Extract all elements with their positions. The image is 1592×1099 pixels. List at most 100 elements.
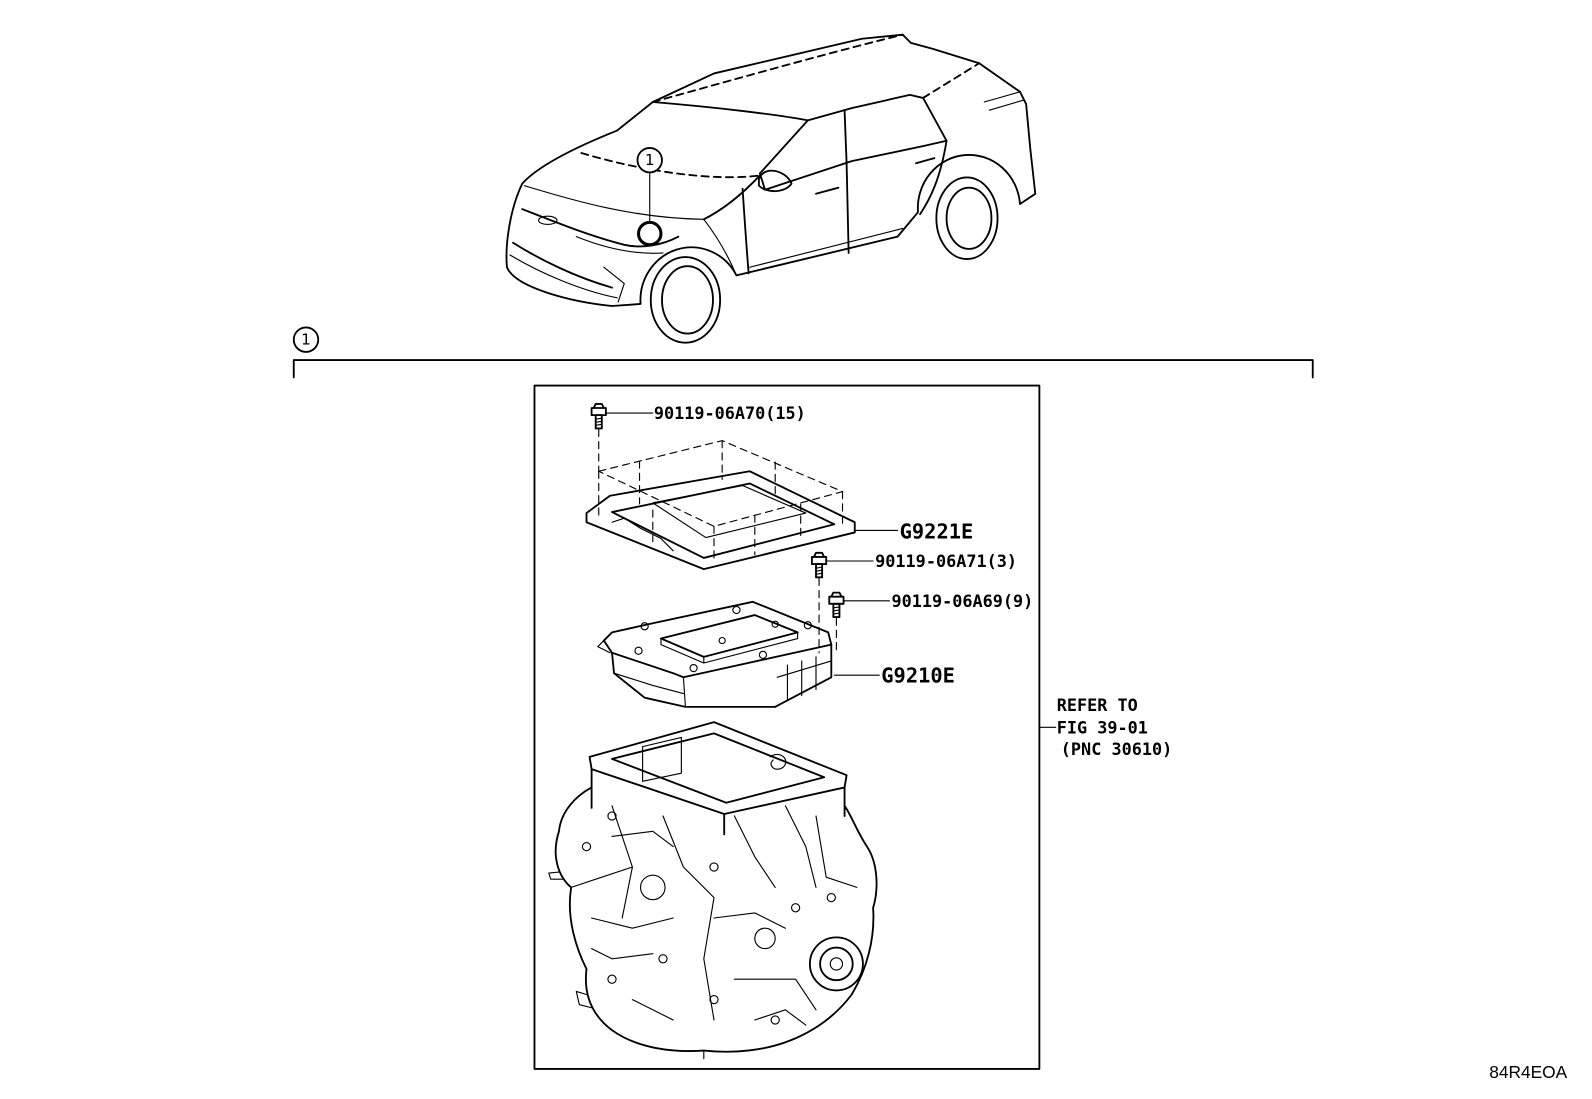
side-sill (749, 227, 904, 268)
tail-lamp (983, 91, 1025, 111)
bolt-boss (826, 892, 836, 903)
housing-coil-detail (769, 753, 787, 770)
bolt-boss (803, 621, 812, 630)
cover-wall-edges (598, 440, 844, 564)
vehicle-illustration (505, 33, 1037, 344)
front-lip (509, 254, 618, 299)
bolt-boss (718, 636, 726, 645)
bolt-boss (607, 974, 617, 984)
housing-inner-wall (642, 736, 682, 782)
part-label-bolt-inverter-a: 90119-06A71(3) (875, 551, 1017, 571)
bolt-boss (634, 646, 643, 655)
part-label-inverter: G9210E (881, 663, 955, 687)
front-vent (603, 266, 625, 303)
housing-mount-foot (575, 990, 705, 1060)
inverter-face-detail (613, 672, 687, 708)
hood-edge (702, 174, 761, 221)
section-callout-circle (292, 326, 320, 353)
transaxle-housing (548, 721, 878, 1060)
part-label-cover: G9221E (900, 520, 974, 544)
side-mirror (757, 169, 793, 193)
bolt-boss (658, 954, 668, 964)
front-rim (661, 265, 714, 335)
inverter-connectors (776, 656, 832, 701)
reference-line-1: REFER TO (1057, 695, 1138, 715)
hood-crease (523, 185, 705, 220)
bolt-boss (790, 903, 801, 913)
rear-door-edge (919, 139, 948, 216)
bolt-boss (709, 994, 719, 1005)
section-callout-number: 1 (301, 331, 311, 349)
roof-rear-hidden-line (922, 62, 981, 99)
rear-rim (945, 186, 993, 250)
windshield-top-edge (651, 101, 809, 122)
housing-port (639, 874, 666, 901)
inverter-mount-tab (597, 639, 611, 654)
emblem (537, 215, 558, 225)
output-flange-inner (819, 946, 854, 982)
cover-recess (652, 484, 807, 539)
housing-outline (554, 786, 878, 1053)
housing-ribs (570, 805, 858, 1026)
cover-flange-detail (611, 517, 674, 552)
bolt-head (590, 403, 607, 417)
bolt-boss (758, 650, 768, 659)
vehicle-callout-circle (636, 146, 663, 174)
headlight-upper (521, 208, 680, 248)
reference-line-3: (PNC 30610) (1061, 739, 1172, 759)
lower-grille (512, 241, 613, 289)
bolt-head (811, 551, 828, 565)
front-wheel (649, 256, 722, 344)
front-door-edge (741, 187, 750, 275)
bolt-inverter-a (811, 551, 874, 654)
cowl-hidden-line (580, 152, 761, 179)
bolt-boss (770, 1015, 780, 1025)
housing-top-opening (611, 732, 826, 804)
inverter-front-face (611, 651, 777, 708)
b-pillar (843, 109, 850, 254)
section-bracket (292, 326, 1314, 379)
inverter-cover (585, 440, 899, 571)
bolt-thread (832, 606, 841, 615)
bolt-boss (709, 862, 719, 872)
output-flange-center (829, 957, 844, 971)
bolt-boss (640, 622, 649, 631)
bolt-boss (689, 663, 698, 673)
inverter-bolt-bosses (634, 605, 812, 673)
bolt-head (828, 591, 845, 605)
bolt-inverter-b (828, 591, 891, 652)
section-bracket-line (292, 359, 1314, 379)
figure-code: 84R4EOA (1489, 1062, 1567, 1082)
bolt-cover (590, 403, 654, 472)
inverter-assembly (597, 600, 880, 708)
inverter-side-face (774, 643, 833, 708)
bolt-thread (595, 417, 603, 426)
part-label-bolt-cover: 90119-06A70(15) (654, 403, 806, 423)
bolt-boss (581, 841, 592, 852)
inverter-top-plate (602, 600, 833, 679)
vehicle-callout-number: 1 (645, 151, 655, 169)
cover-flange (585, 470, 856, 571)
rear-door-handle (915, 157, 936, 165)
reference-line-2: FIG 39-01 (1057, 717, 1148, 737)
rear-tire (935, 176, 999, 260)
part-label-bolt-inverter-b: 90119-06A69(9) (891, 591, 1033, 611)
headlight-lower (575, 236, 664, 254)
housing-port (754, 927, 776, 950)
bolt-boss (771, 620, 779, 628)
housing-walls (590, 768, 846, 836)
front-fender-line (703, 218, 738, 276)
side-window (758, 93, 948, 191)
rear-wheel (935, 176, 999, 260)
bolt-thread (815, 566, 823, 575)
housing-pipe-stub (548, 871, 564, 880)
location-marker-ring (636, 220, 663, 247)
bolt-boss (732, 605, 741, 615)
parts-frame (533, 384, 1041, 1070)
housing-bolt-bosses (581, 811, 836, 1025)
bolt-boss (607, 811, 617, 821)
front-door-handle (815, 186, 840, 195)
vehicle-body-outline (505, 33, 1037, 307)
roof-hidden-line (651, 33, 904, 103)
